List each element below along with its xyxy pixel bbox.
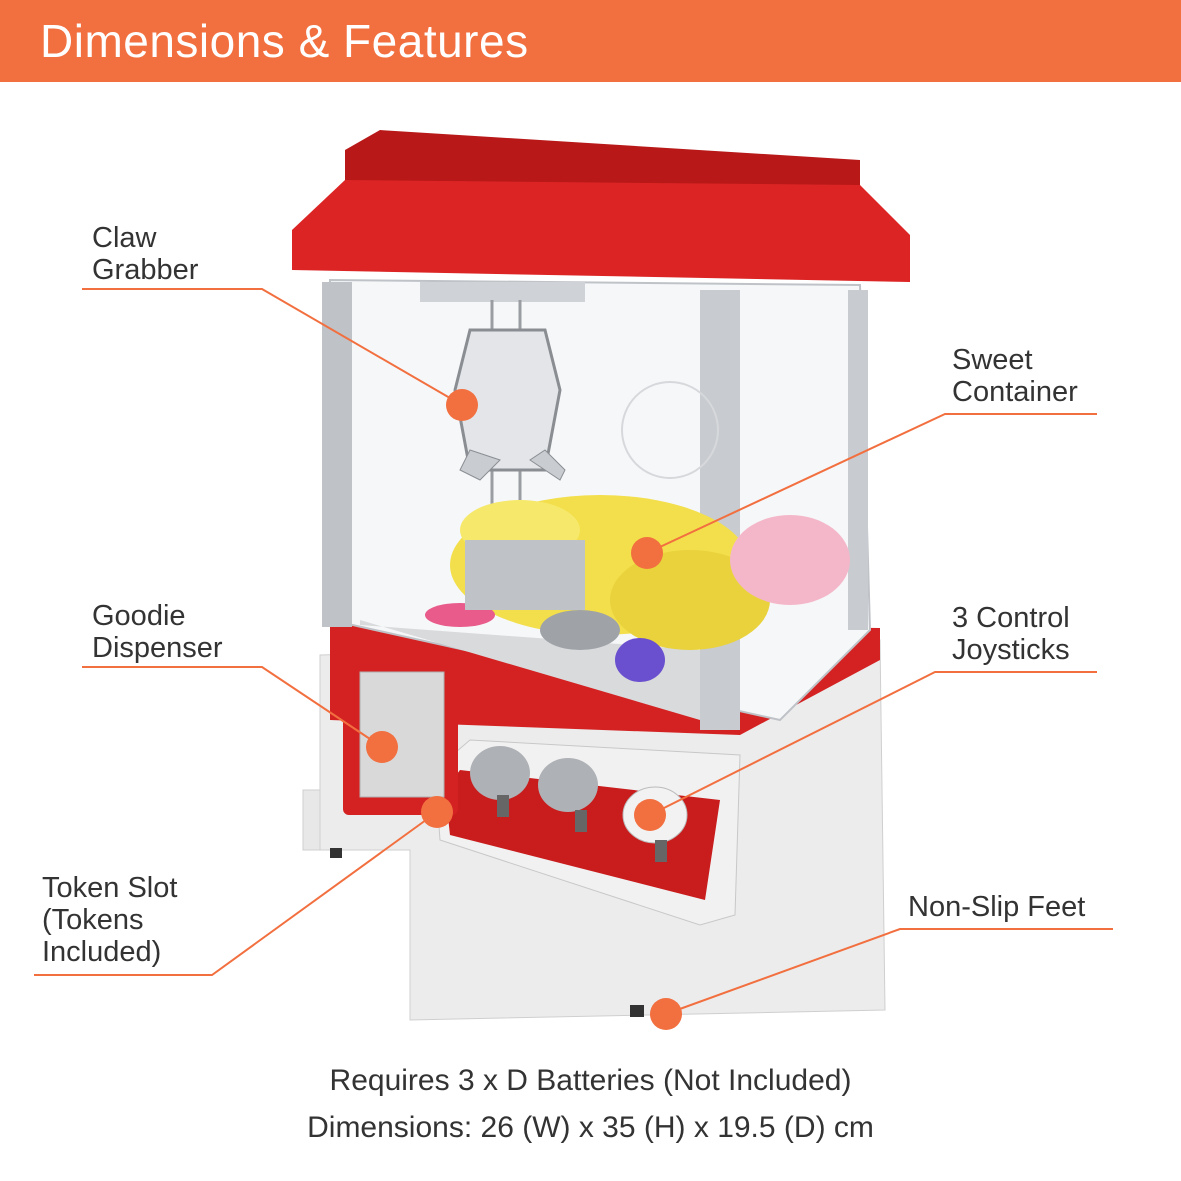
claw-grabber-label: Claw Grabber (92, 222, 199, 286)
token-slot-label: Token Slot (Tokens Included) (42, 872, 178, 968)
title-banner: Dimensions & Features (0, 0, 1181, 82)
dispenser-marker (366, 731, 398, 763)
dimensions-note: Dimensions: 26 (W) x 35 (H) x 19.5 (D) c… (307, 1111, 874, 1144)
feet-marker (650, 998, 682, 1030)
callout-lines (34, 288, 1113, 1015)
claw-marker (446, 389, 478, 421)
non-slip-feet-label: Non-Slip Feet (908, 891, 1086, 923)
page-title: Dimensions & Features (40, 15, 529, 67)
batteries-note: Requires 3 x D Batteries (Not Included) (329, 1064, 852, 1097)
sweet-container-marker (631, 537, 663, 569)
control-joysticks-label: 3 Control Joysticks (952, 602, 1070, 666)
sweet-container-label: Sweet Container (952, 344, 1078, 408)
joystick-marker (634, 799, 666, 831)
token-slot-marker (421, 796, 453, 828)
goodie-dispenser-label: Goodie Dispenser (92, 600, 223, 664)
